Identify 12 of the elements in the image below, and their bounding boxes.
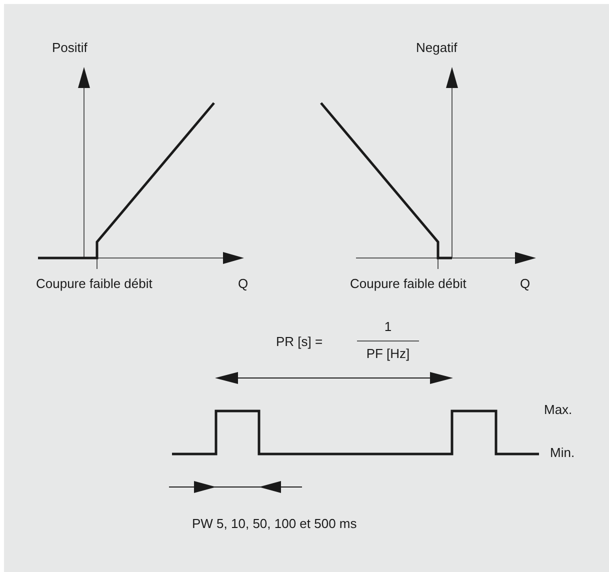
label-text: PR [s] =: [276, 334, 323, 350]
label-text: 1: [383, 319, 393, 335]
label-text: Coupure faible débit: [36, 276, 152, 292]
label-text: PW 5, 10, 50, 100 et 500 ms: [192, 516, 357, 532]
label-text: Positif: [52, 40, 88, 56]
label-text: Coupure faible débit: [350, 276, 468, 292]
label-text: Max.: [544, 402, 572, 418]
label-text: Q: [238, 276, 248, 292]
label-text: PF [Hz]: [365, 346, 411, 362]
label-text: Q: [520, 276, 530, 292]
label-text: Min.: [550, 445, 575, 461]
label-text: Negatif: [416, 40, 458, 56]
